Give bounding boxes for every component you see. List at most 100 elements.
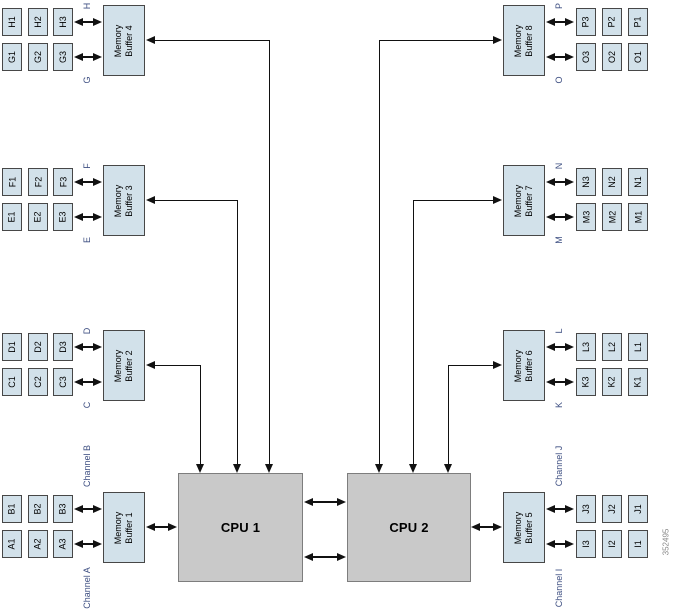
dimm-slot-label: P3 <box>580 16 591 28</box>
dimm-buffer-arrow-head-icon <box>565 18 574 26</box>
dimm-buffer-arrow-head-icon <box>546 540 555 548</box>
memory-buffer-6-label: Memory Buffer 6 <box>512 349 534 382</box>
memory-buffer-1-box: Memory Buffer 1 <box>103 492 145 563</box>
arrowhead-into-cpu-icon <box>233 464 241 473</box>
dimm-slot-label: C1 <box>6 376 17 388</box>
cpu-1-label: CPU 1 <box>220 520 261 535</box>
cpu-2-label: CPU 2 <box>389 520 429 535</box>
arrowhead-into-buffer-icon <box>146 361 155 369</box>
dimm-slot-j2: J2 <box>602 495 622 523</box>
dimm-slot-label: K2 <box>606 376 617 388</box>
dimm-slot-k2: K2 <box>602 368 622 396</box>
dimm-buffer-arrow-shaft <box>80 381 96 383</box>
dimm-slot-a1: A1 <box>2 530 22 558</box>
dimm-buffer-arrow-shaft <box>552 181 568 183</box>
buffer-cpu-connector-v <box>379 40 380 465</box>
dimm-slot-c2: C2 <box>28 368 48 396</box>
dimm-slot-label: E1 <box>6 211 17 223</box>
dimm-slot-e1: E1 <box>2 203 22 231</box>
dimm-buffer-arrow-head-icon <box>565 53 574 61</box>
dimm-slot-a3: A3 <box>53 530 73 558</box>
dimm-buffer-arrow-head-icon <box>93 18 102 26</box>
dimm-slot-label: O3 <box>580 50 591 64</box>
dimm-slot-label: O1 <box>632 50 643 64</box>
dimm-slot-label: N2 <box>606 176 617 188</box>
dimm-slot-label: G2 <box>32 50 43 64</box>
channel-g-label: G <box>82 76 92 84</box>
dimm-buffer-arrow-head-icon <box>565 378 574 386</box>
dimm-slot-label: J1 <box>632 504 643 514</box>
dimm-slot-c1: C1 <box>2 368 22 396</box>
buffer-cpu-connector-h <box>154 365 201 366</box>
dimm-buffer-arrow-head-icon <box>93 378 102 386</box>
buffer-cpu-connector-v <box>269 40 270 465</box>
memory-buffer-3-box: Memory Buffer 3 <box>103 165 145 236</box>
dimm-slot-label: L1 <box>632 341 643 353</box>
dimm-buffer-arrow-head-icon <box>546 53 555 61</box>
arrowhead-into-buffer-icon <box>493 361 502 369</box>
dimm-buffer-arrow-head-icon <box>546 18 555 26</box>
buffer-cpu-connector-v <box>448 365 449 465</box>
dimm-slot-p2: P2 <box>602 8 622 36</box>
dimm-buffer-arrow-shaft <box>552 543 568 545</box>
dimm-slot-label: F3 <box>57 176 68 188</box>
dimm-buffer-arrow-head-icon <box>565 505 574 513</box>
dimm-buffer-arrow-head-icon <box>565 540 574 548</box>
dimm-slot-m3: M3 <box>576 203 596 231</box>
dimm-buffer-arrow-head-icon <box>93 505 102 513</box>
dimm-slot-label: C3 <box>57 376 68 388</box>
dimm-buffer-arrow-head-icon <box>93 540 102 548</box>
dimm-buffer-arrow-shaft <box>552 508 568 510</box>
buffer1-cpu1-arrow-shaft <box>152 526 171 528</box>
dimm-buffer-arrow-shaft <box>552 346 568 348</box>
dimm-slot-label: M3 <box>580 210 591 224</box>
dimm-buffer-arrow-shaft <box>80 346 96 348</box>
buffer5-cpu2-arrow-head-icon <box>471 523 480 531</box>
dimm-buffer-arrow-head-icon <box>93 213 102 221</box>
dimm-slot-label: I1 <box>632 540 643 548</box>
memory-buffer-7-box: Memory Buffer 7 <box>503 165 545 236</box>
dimm-slot-label: L3 <box>580 341 591 353</box>
dimm-slot-label: H2 <box>32 16 43 28</box>
dimm-slot-i2: I2 <box>602 530 622 558</box>
dimm-slot-label: H1 <box>6 16 17 28</box>
dimm-slot-label: D1 <box>6 341 17 353</box>
channel-m-label: M <box>554 236 564 244</box>
dimm-slot-o1: O1 <box>628 43 648 71</box>
channel-f-label: F <box>82 163 92 169</box>
memory-buffer-2-box: Memory Buffer 2 <box>103 330 145 401</box>
buffer1-cpu1-arrow-head-icon <box>146 523 155 531</box>
dimm-slot-label: F1 <box>6 176 17 188</box>
dimm-slot-label: N3 <box>580 176 591 188</box>
dimm-slot-label: H3 <box>57 16 68 28</box>
dimm-slot-label: G3 <box>57 50 68 64</box>
dimm-slot-label: K1 <box>632 376 643 388</box>
buffer-cpu-connector-v <box>200 365 201 465</box>
dimm-buffer-arrow-shaft <box>80 56 96 58</box>
dimm-slot-e2: E2 <box>28 203 48 231</box>
dimm-buffer-arrow-head-icon <box>93 53 102 61</box>
dimm-slot-d3: D3 <box>53 333 73 361</box>
dimm-slot-c3: C3 <box>53 368 73 396</box>
dimm-slot-e3: E3 <box>53 203 73 231</box>
channel-p-label: P <box>554 2 564 10</box>
memory-buffer-5-label: Memory Buffer 5 <box>512 511 534 544</box>
dimm-slot-g1: G1 <box>2 43 22 71</box>
dimm-slot-label: N1 <box>632 176 643 188</box>
dimm-buffer-arrow-shaft <box>552 216 568 218</box>
memory-buffer-8-box: Memory Buffer 8 <box>503 5 545 76</box>
dimm-buffer-arrow-head-icon <box>546 178 555 186</box>
memory-buffer-1-label: Memory Buffer 1 <box>112 511 134 544</box>
dimm-slot-k1: K1 <box>628 368 648 396</box>
dimm-slot-label: E3 <box>57 211 68 223</box>
dimm-slot-label: A3 <box>57 538 68 550</box>
cpu1-cpu2-arrow-head-icon <box>304 498 313 506</box>
dimm-slot-d2: D2 <box>28 333 48 361</box>
channel-b-label: Channel B <box>82 444 92 488</box>
dimm-slot-label: B1 <box>6 503 17 515</box>
buffer5-cpu2-arrow-shaft <box>477 526 496 528</box>
arrowhead-into-buffer-icon <box>146 36 155 44</box>
dimm-slot-b1: B1 <box>2 495 22 523</box>
buffer-cpu-connector-h <box>448 365 494 366</box>
buffer-cpu-connector-v <box>413 200 414 465</box>
